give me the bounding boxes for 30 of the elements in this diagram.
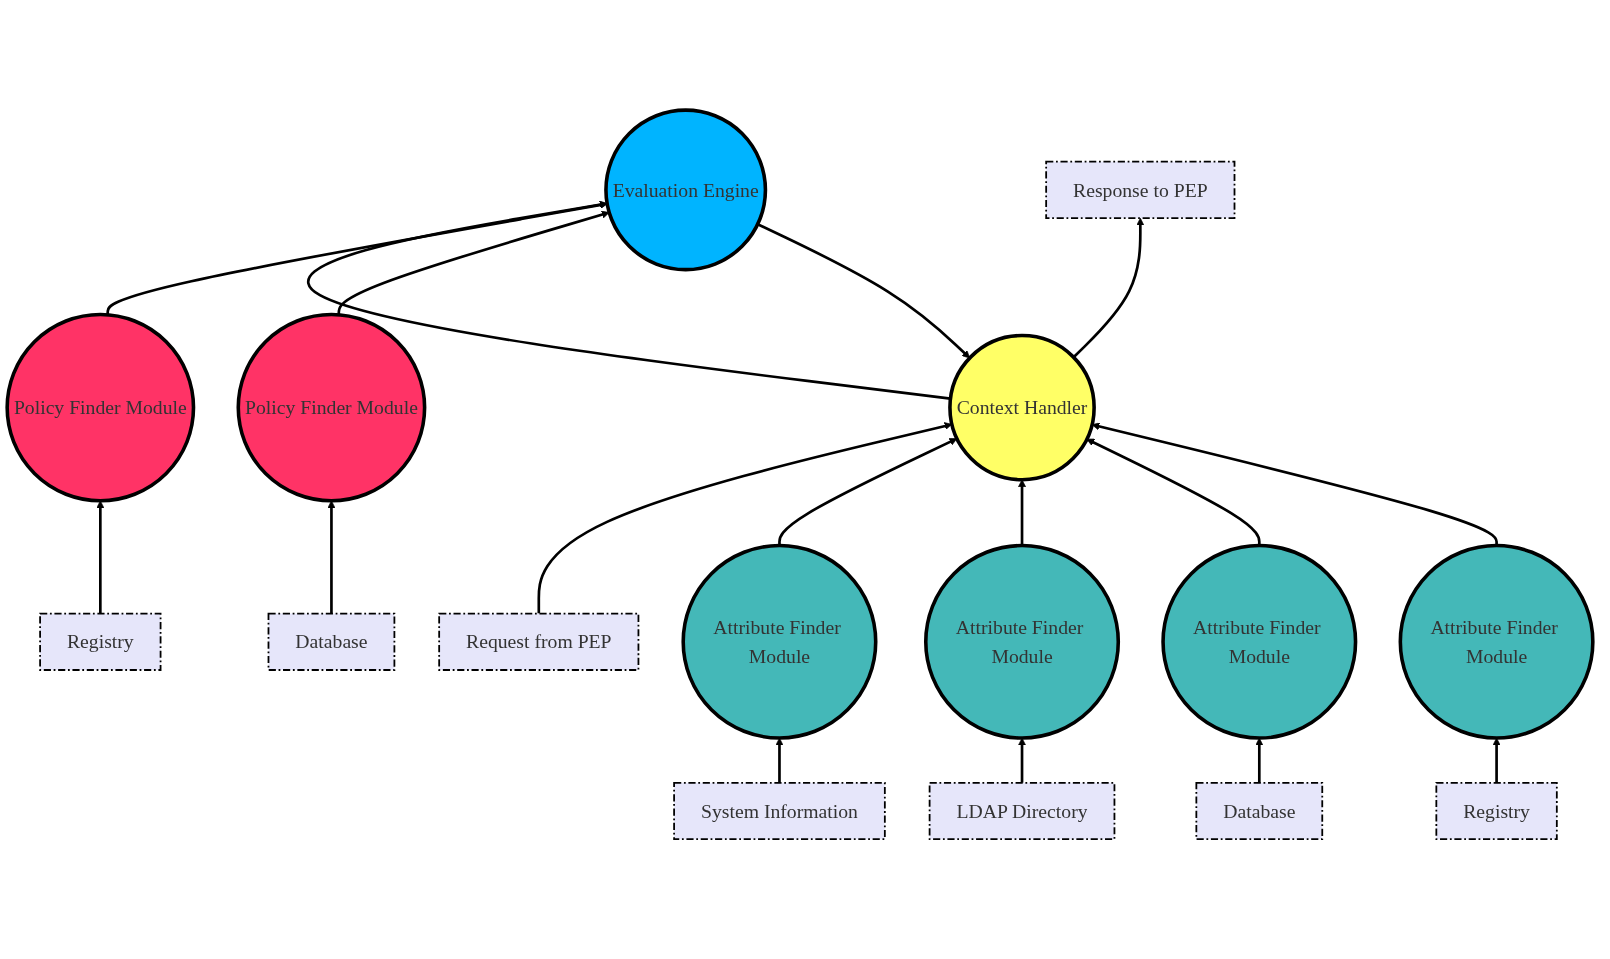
node-circle: Evaluation Engine xyxy=(604,108,768,272)
node-box: Request from PEP xyxy=(438,613,640,672)
node-circle: Policy Finder Module xyxy=(236,312,427,503)
node-circle: Attribute Finder Module xyxy=(924,544,1121,741)
node-box: Registry xyxy=(1435,782,1558,841)
node-box: Response to PEP xyxy=(1045,161,1236,220)
arrow xyxy=(1072,218,1145,359)
arrow xyxy=(106,201,608,316)
arrow xyxy=(1255,738,1264,784)
arrow xyxy=(778,438,958,546)
node-circle: Attribute Finder Module xyxy=(681,544,878,741)
arrow xyxy=(1018,479,1026,546)
arrow xyxy=(327,500,336,614)
node-circle: Policy Finder Module xyxy=(5,312,196,503)
arrow xyxy=(308,201,951,401)
node-circle: Context Handler xyxy=(948,334,1096,482)
node-circle: Attribute Finder Module xyxy=(1161,544,1358,741)
arrow xyxy=(96,500,105,614)
node-box: System Information xyxy=(673,782,886,841)
node-box: LDAP Directory xyxy=(928,782,1116,841)
arrow xyxy=(775,738,784,784)
arrow xyxy=(1086,439,1261,546)
node-circle: Attribute Finder Module xyxy=(1398,544,1595,741)
arrow xyxy=(757,223,971,359)
node-box: Database xyxy=(1195,782,1324,841)
arrow xyxy=(1492,738,1501,784)
arrow xyxy=(1018,738,1026,784)
node-box: Database xyxy=(267,613,396,672)
node-box: Registry xyxy=(39,613,162,672)
arrow xyxy=(337,211,610,316)
